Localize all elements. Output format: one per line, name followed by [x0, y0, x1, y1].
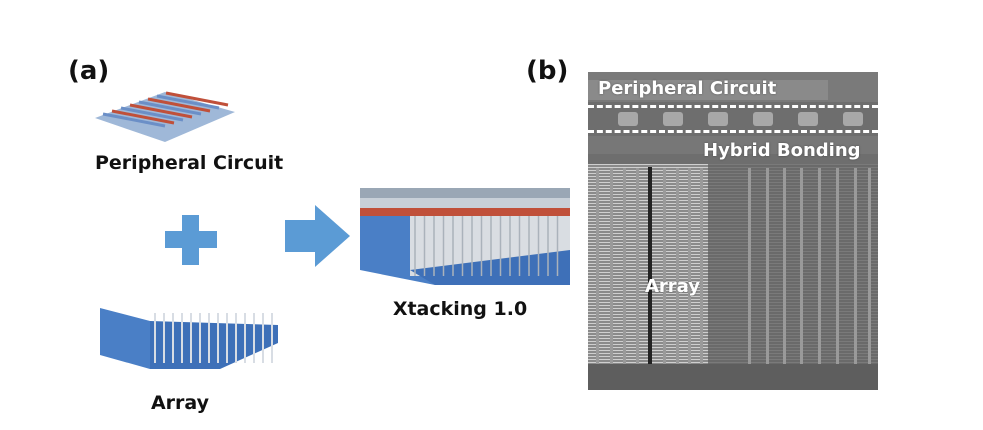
peripheral-circuit-caption: Peripheral Circuit	[95, 152, 284, 174]
sem-image: Peripheral Circuit Hybrid Bonding Array	[588, 72, 878, 390]
xtacking-illustration	[360, 188, 570, 285]
peripheral-circuit-illustration	[95, 91, 235, 142]
panel-a-label: (a)	[68, 56, 110, 86]
array-caption: Array	[150, 392, 210, 414]
xtacking-caption: Xtacking 1.0	[392, 298, 528, 320]
sem-bonding-label: Hybrid Bonding	[703, 140, 861, 161]
sem-array-label: Array	[645, 276, 701, 297]
plus-icon	[165, 215, 217, 265]
arrow-right-icon	[285, 205, 350, 267]
array-illustration	[100, 308, 278, 369]
panel-b-label: (b)	[526, 56, 569, 86]
sem-peripheral-label: Peripheral Circuit	[598, 78, 777, 99]
